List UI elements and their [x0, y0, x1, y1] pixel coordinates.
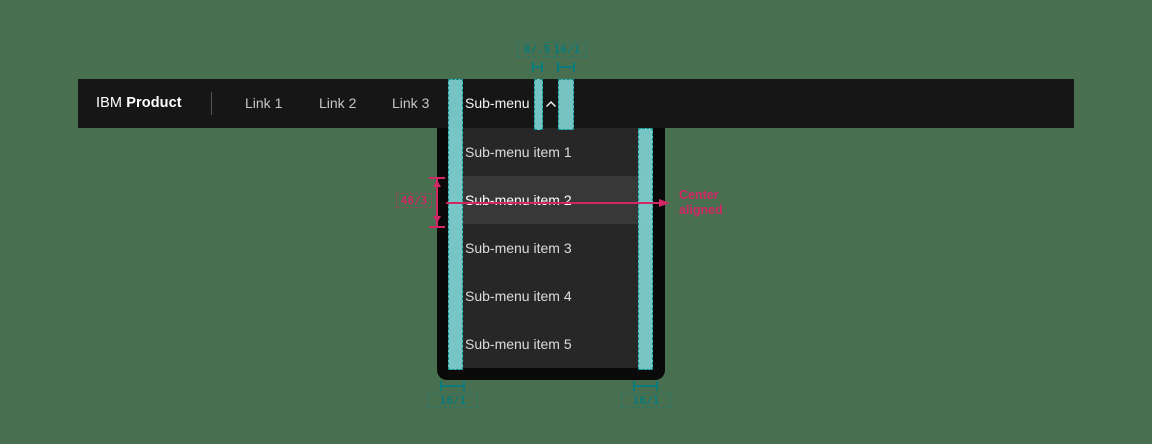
- measure-dumbbell-icon: [633, 381, 658, 391]
- arrow-down-icon: [433, 216, 441, 223]
- nav-link-3[interactable]: Link 3: [392, 95, 430, 111]
- note-line-2: aligned: [679, 203, 723, 217]
- submenu-trigger[interactable]: Sub-menu: [465, 95, 530, 111]
- height-measure-line: [436, 177, 438, 228]
- spacing-bar-menu-right-padding: [638, 128, 653, 370]
- spacing-bar-label-chevron-gap: [534, 79, 543, 130]
- measurement-label-item-height: 48/3: [396, 193, 432, 208]
- brand-title[interactable]: IBM Product: [96, 79, 182, 128]
- measurement-label-menu-left: 16/1: [428, 393, 478, 408]
- measure-dumbbell-icon: [440, 381, 465, 391]
- height-measure-cap-bottom: [429, 226, 445, 228]
- nav-link-1[interactable]: Link 1: [245, 95, 283, 111]
- header-divider: [211, 92, 212, 115]
- spacing-bar-left-padding: [448, 79, 463, 370]
- arrow-up-icon: [433, 180, 441, 187]
- brand-prefix: IBM: [96, 95, 123, 111]
- submenu-item-5[interactable]: Sub-menu item 5: [465, 336, 572, 352]
- measure-dumbbell-icon: [532, 62, 543, 72]
- spacing-bar-right-padding: [558, 79, 574, 130]
- chevron-up-icon[interactable]: [545, 100, 557, 108]
- note-line-1: Center: [679, 188, 719, 202]
- measurement-label-right-padding: 16/1: [547, 42, 587, 57]
- submenu-item-1[interactable]: Sub-menu item 1: [465, 144, 572, 160]
- submenu-item-3[interactable]: Sub-menu item 3: [465, 240, 572, 256]
- brand-product-name: Product: [126, 95, 182, 111]
- measurement-label-gap: 8/.5: [517, 42, 557, 57]
- submenu-item-4[interactable]: Sub-menu item 4: [465, 288, 572, 304]
- top-navigation-header: IBM Product Link 1 Link 2 Link 3 Sub-men…: [78, 79, 1074, 128]
- height-measure-cap-top: [429, 177, 445, 179]
- measure-dumbbell-icon: [557, 62, 575, 72]
- measurement-label-menu-right: 16/1: [621, 393, 671, 408]
- arrow-right-icon: [659, 199, 670, 207]
- nav-link-2[interactable]: Link 2: [319, 95, 357, 111]
- submenu-dropdown: Sub-menu item 1 Sub-menu item 2 Sub-menu…: [448, 128, 653, 368]
- submenu-item-2[interactable]: Sub-menu item 2: [448, 176, 653, 224]
- center-align-line: [446, 202, 660, 204]
